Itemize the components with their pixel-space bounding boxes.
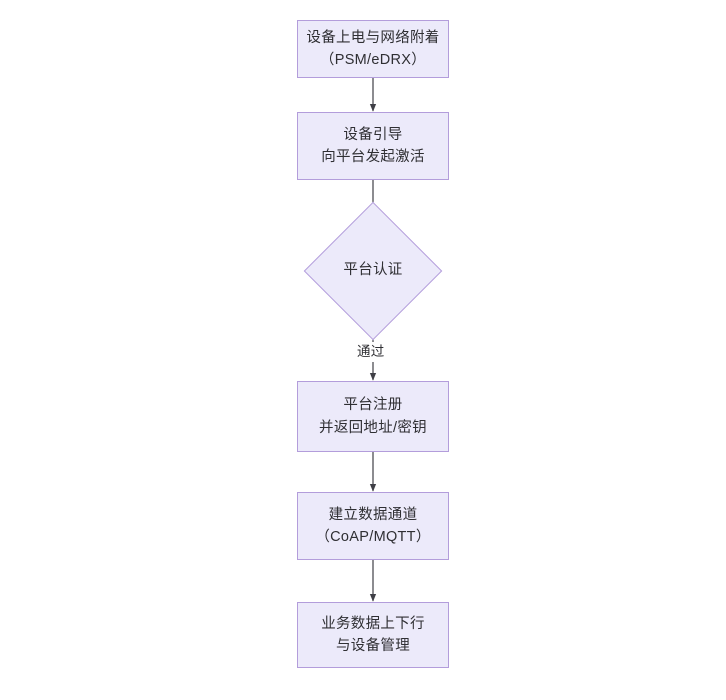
- node-business-data-and-device-management[interactable]: 业务数据上下行 与设备管理: [297, 602, 449, 668]
- node-device-power-on[interactable]: 设备上电与网络附着 （PSM/eDRX）: [297, 20, 449, 78]
- node-establish-data-channel[interactable]: 建立数据通道 （CoAP/MQTT）: [297, 492, 449, 560]
- node-label-line: 设备上电与网络附着: [306, 29, 440, 46]
- node-label-line: （PSM/eDRX）: [319, 52, 427, 68]
- node-platform-register[interactable]: 平台注册 并返回地址/密钥: [297, 381, 449, 452]
- node-label-line: 业务数据上下行: [321, 615, 425, 632]
- node-label-line: 向平台发起激活: [321, 149, 425, 165]
- node-label-line: 设备引导: [343, 126, 403, 143]
- node-device-bootstrap[interactable]: 设备引导 向平台发起激活: [297, 112, 449, 180]
- node-label-line: 平台认证: [343, 262, 403, 279]
- node-label-line: 并返回地址/密钥: [319, 419, 427, 436]
- node-platform-auth[interactable]: 平台认证: [303, 201, 443, 341]
- node-label-line: 建立数据通道: [328, 506, 418, 523]
- node-label-line: 平台注册: [343, 397, 403, 414]
- node-label-line: （CoAP/MQTT）: [315, 529, 431, 545]
- node-label-line: 与设备管理: [336, 638, 410, 654]
- edge-label-pass: 通过: [355, 342, 387, 362]
